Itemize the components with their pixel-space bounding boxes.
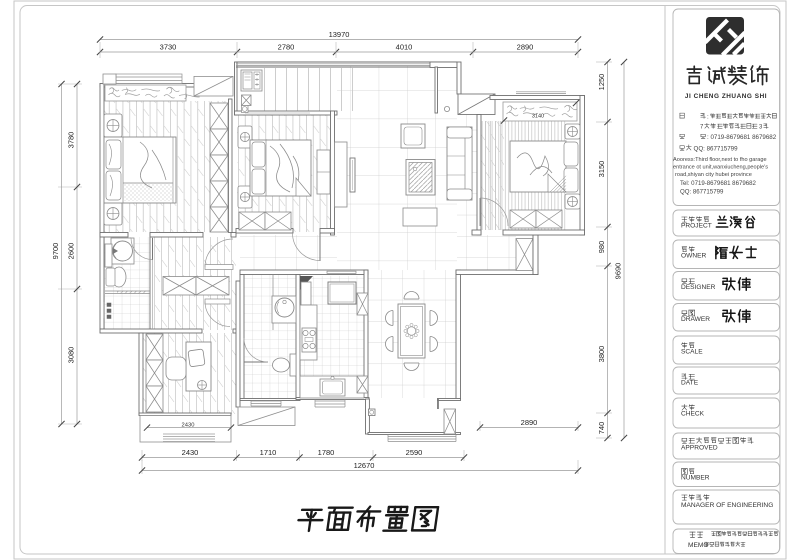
svg-text:9690: 9690 — [614, 263, 623, 280]
svg-text:7: 7 — [700, 125, 704, 131]
svg-text:road,shiyan city hubei provinc: road,shiyan city hubei province — [675, 172, 752, 178]
svg-text:2890: 2890 — [521, 418, 538, 427]
svg-text:2890: 2890 — [517, 43, 534, 52]
svg-text:OWNER: OWNER — [681, 253, 707, 260]
svg-text:13970: 13970 — [329, 30, 350, 39]
svg-text:1250: 1250 — [597, 74, 606, 91]
svg-text:4010: 4010 — [396, 43, 413, 52]
svg-text:PROJECT: PROJECT — [681, 223, 712, 230]
svg-text:MANAGER OF ENGINEERING: MANAGER OF ENGINEERING — [681, 502, 773, 509]
svg-text:9700: 9700 — [51, 243, 60, 260]
svg-text:MEMO: MEMO — [688, 542, 709, 549]
svg-text:JI CHENG ZHUANG SHI: JI CHENG ZHUANG SHI — [685, 93, 767, 100]
svg-text:980: 980 — [597, 241, 606, 254]
svg-text:SCALE: SCALE — [681, 349, 703, 356]
svg-text:Tel: 0719-8679681 8679682: Tel: 0719-8679681 8679682 — [680, 180, 757, 187]
svg-text:740: 740 — [597, 422, 606, 435]
svg-text:2430: 2430 — [182, 423, 195, 429]
svg-text:entrance ot unit,wanxiucheng,p: entrance ot unit,wanxiucheng,people's — [673, 165, 768, 171]
svg-text:3800: 3800 — [597, 346, 606, 363]
svg-text:12670: 12670 — [354, 461, 375, 470]
svg-text:DATE: DATE — [681, 380, 699, 387]
svg-text:2600: 2600 — [67, 243, 76, 260]
svg-text:2430: 2430 — [182, 448, 199, 457]
svg-text:QQ: 867715799: QQ: 867715799 — [694, 146, 739, 153]
svg-text:1710: 1710 — [260, 448, 277, 457]
svg-text:3730: 3730 — [160, 43, 177, 52]
svg-text:3080: 3080 — [67, 347, 76, 364]
svg-text:DESIGNER: DESIGNER — [681, 284, 716, 291]
svg-text:APPROVED: APPROVED — [681, 445, 718, 452]
svg-text:DRAWER: DRAWER — [681, 316, 710, 323]
svg-text:3780: 3780 — [67, 132, 76, 149]
svg-text:3140: 3140 — [532, 114, 544, 120]
svg-text:: 0719-8679681 8679682: : 0719-8679681 8679682 — [707, 134, 777, 141]
svg-text:2780: 2780 — [278, 43, 295, 52]
svg-text:1780: 1780 — [318, 448, 335, 457]
svg-text:2590: 2590 — [406, 448, 423, 457]
svg-text:Aooress:Third floor,next to fh: Aooress:Third floor,next to fho garage — [673, 157, 767, 163]
svg-text::: : — [707, 114, 709, 121]
svg-text:QQ: 867715799: QQ: 867715799 — [680, 189, 724, 196]
svg-text:NUMBER: NUMBER — [681, 475, 710, 482]
svg-text:CHECK: CHECK — [681, 411, 705, 418]
svg-text:3: 3 — [759, 125, 763, 131]
svg-text:3150: 3150 — [597, 161, 606, 178]
